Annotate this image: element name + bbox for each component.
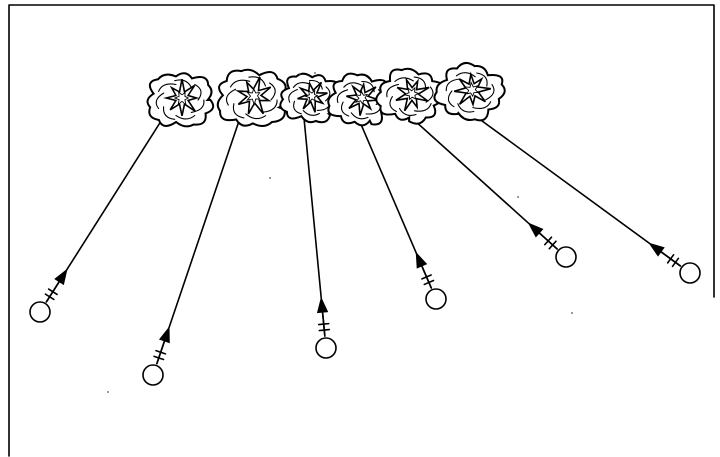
launch-circle-icon [555, 246, 577, 268]
trajectory-line [477, 117, 682, 267]
arrowhead-icon [316, 296, 329, 314]
launch-point [415, 251, 447, 310]
trajectory-line [156, 117, 241, 365]
burst-cloud [279, 72, 341, 124]
arrowhead-icon [415, 251, 428, 269]
burst-cloud [327, 72, 394, 127]
launch-circle-icon [29, 301, 51, 323]
burst-cloud [146, 72, 215, 128]
launch-point [315, 296, 337, 359]
trajectory-lines [45, 117, 682, 365]
launch-point [29, 268, 68, 323]
launch-point [527, 222, 577, 268]
launch-point [142, 326, 170, 386]
arrowhead-icon [54, 268, 68, 286]
launch-point [648, 242, 701, 284]
launch-markers [29, 222, 701, 386]
burst-cloud [433, 61, 506, 122]
frame-border [8, 4, 715, 457]
launch-circle-icon [315, 337, 337, 359]
paper-specks [107, 72, 573, 393]
burst-cloud [375, 67, 445, 125]
launch-circle-icon [425, 288, 447, 310]
launch-circle-icon [142, 364, 164, 386]
burst-clouds [146, 61, 506, 128]
arrowhead-icon [527, 222, 544, 238]
launch-circle-icon [679, 262, 701, 284]
arrowhead-icon [648, 242, 665, 257]
burst-cloud [216, 68, 288, 127]
arrowhead-icon [158, 326, 170, 344]
